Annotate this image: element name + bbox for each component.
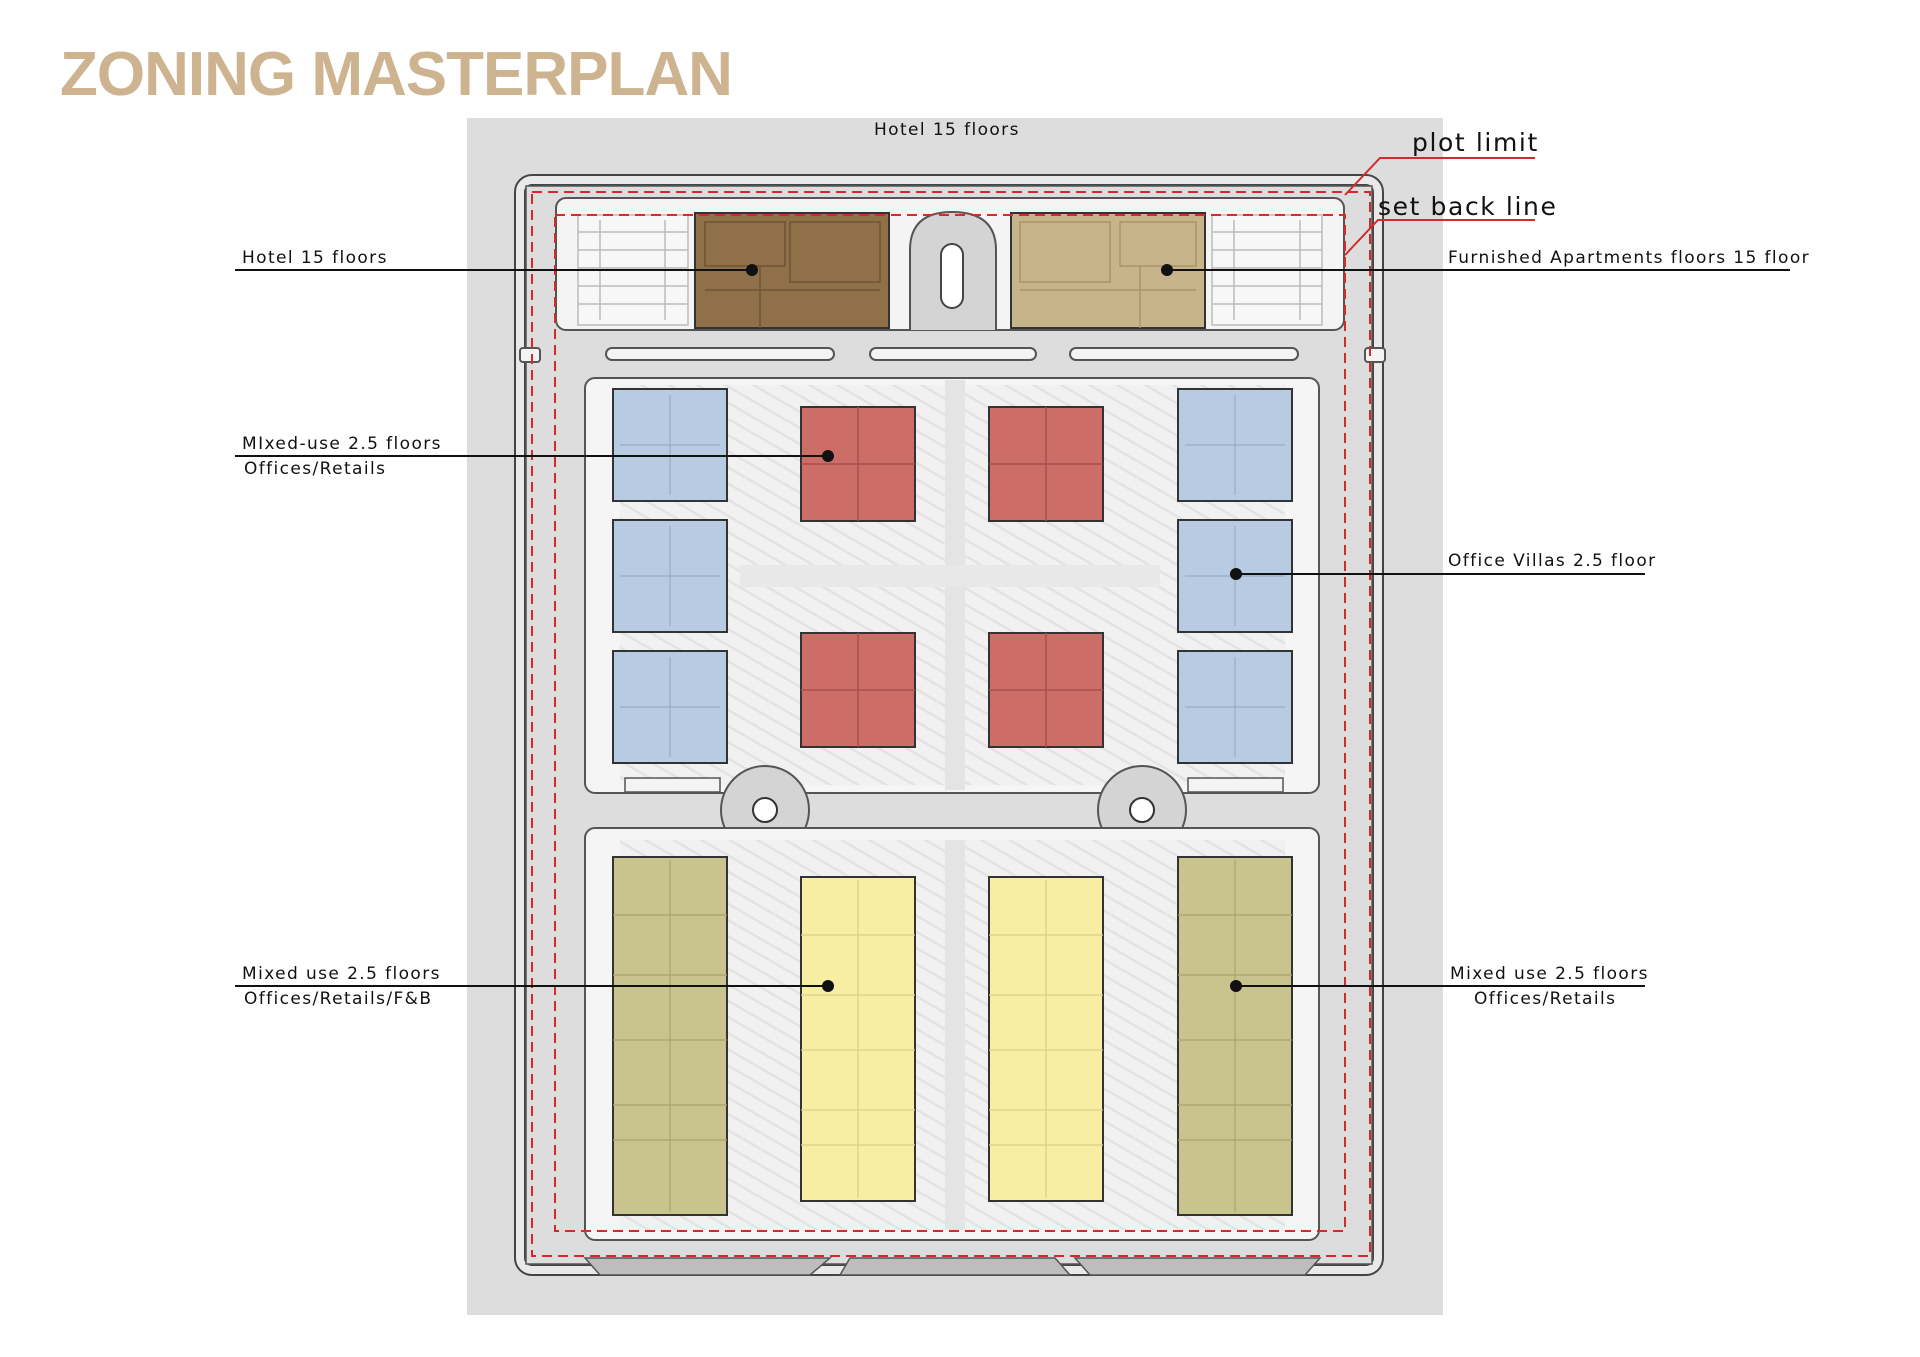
plot-limit-line bbox=[531, 191, 1371, 1257]
mixed-use-upper-callout-label-1: MIxed-use 2.5 floors bbox=[242, 434, 442, 454]
hotel-callout-label: Hotel 15 floors bbox=[242, 248, 388, 268]
mixed-use-lower-left-callout-dot bbox=[822, 980, 834, 992]
mixed-use-upper-callout-dot bbox=[822, 450, 834, 462]
mixed-use-upper-callout-label-2: Offices/Retails bbox=[244, 459, 387, 479]
mixed-use-lower-left-callout-label-1: Mixed use 2.5 floors bbox=[242, 964, 441, 984]
median-islands bbox=[519, 347, 1386, 363]
office-villas-callout-label: Office Villas 2.5 floor bbox=[1448, 551, 1657, 571]
plot-limit-leader bbox=[1344, 157, 1535, 196]
mixed-use-lower-left-callout-label-2: Offices/Retails/F&B bbox=[244, 989, 433, 1009]
setback-line-label: set back line bbox=[1378, 192, 1558, 221]
furnished-apartments-callout-label: Furnished Apartments floors 15 floor bbox=[1448, 248, 1811, 268]
mixed-use-lower-right-callout-label-2: Offices/Retails bbox=[1474, 989, 1617, 1009]
plan-top-label: Hotel 15 floors bbox=[874, 120, 1020, 140]
mixed-use-lower-right-callout-dot bbox=[1230, 980, 1242, 992]
setback-line bbox=[554, 214, 1346, 1232]
callout-dots bbox=[746, 264, 1242, 992]
setback-leader bbox=[1344, 219, 1535, 256]
hotel-callout-dot bbox=[746, 264, 758, 276]
mixed-use-lower-right-callout-label-1: Mixed use 2.5 floors bbox=[1450, 964, 1649, 984]
page-title: ZONING MASTERPLAN bbox=[60, 40, 733, 109]
callout-leaders bbox=[235, 269, 1790, 987]
furnished-apartments-callout-dot bbox=[1161, 264, 1173, 276]
office-villas-callout-dot bbox=[1230, 568, 1242, 580]
plot-limit-label: plot limit bbox=[1412, 128, 1539, 157]
